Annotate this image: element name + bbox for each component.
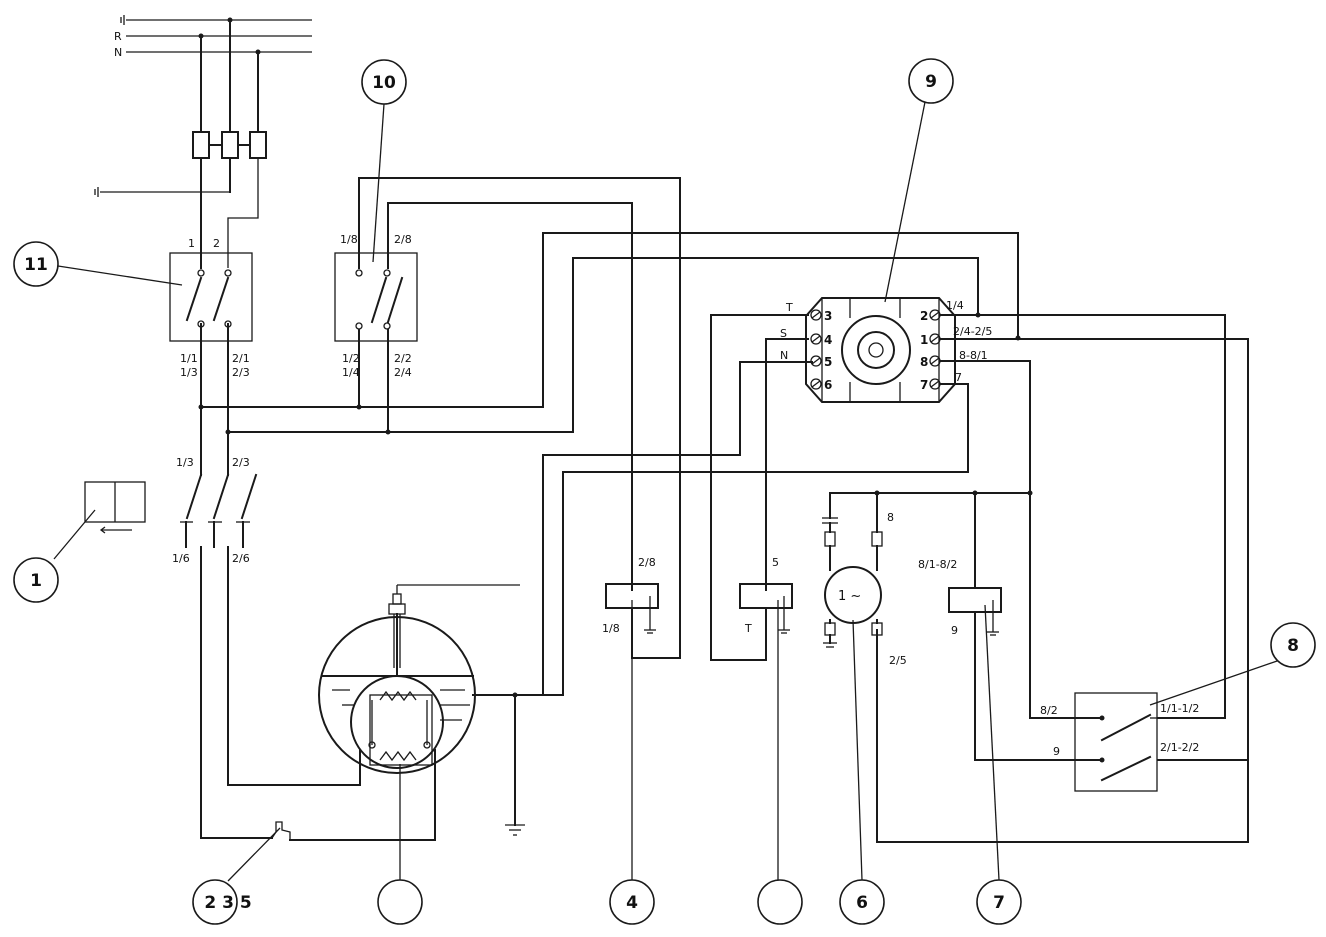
motor9-right-1-4: 1/4 — [946, 299, 964, 312]
switch10-top2: 2/8 — [394, 233, 412, 246]
boiler-tank — [318, 584, 520, 774]
svg-text:1: 1 — [30, 571, 42, 591]
relay4-bottom: 1/8 — [602, 622, 620, 635]
earth-icon — [505, 824, 525, 836]
svg-text:2 3 5: 2 3 5 — [204, 893, 251, 913]
pump6-symbol: 1 ~ — [838, 589, 861, 604]
callout-4: 4 — [609, 879, 655, 925]
switch10-bot1a: 1/2 — [342, 352, 360, 365]
motor9-right-8-8-1: 8-8/1 — [959, 349, 988, 362]
motor9-num-4: 4 — [824, 333, 832, 347]
callout-11: 11 — [13, 241, 59, 287]
switch8-in1: 8/2 — [1040, 704, 1058, 717]
relay7-bottom: 9 — [951, 624, 958, 637]
callout-2-3-5: 2 3 5 — [192, 879, 252, 925]
relay-5: 5 T — [739, 556, 793, 661]
power-wiring — [198, 177, 1021, 841]
switch11-bot2b: 2/3 — [232, 366, 250, 379]
motor9-num-5: 5 — [824, 355, 832, 369]
motor9-left-S: S — [780, 327, 787, 340]
callout-9: 9 — [908, 58, 954, 104]
callout-leaders — [53, 101, 1281, 882]
safety-thermostat-symbol — [271, 821, 291, 840]
svg-text:9: 9 — [925, 72, 937, 92]
contactor-in2: 2/3 — [232, 456, 250, 469]
motor9-num-1: 1 — [920, 333, 928, 347]
callout-6: 6 — [839, 879, 885, 925]
callout-thermostat — [757, 879, 803, 925]
switch-10: 1/8 2/8 1/2 1/4 2/2 2/4 — [334, 233, 418, 379]
relay-4: 2/8 1/8 — [602, 556, 659, 659]
fuse-block — [94, 19, 267, 269]
motor-9: 3 4 5 6 2 1 8 7 T S N 1/4 2/4-2/5 8-8/1 … — [780, 297, 992, 403]
switch8-in2: 9 — [1053, 745, 1060, 758]
motor9-num-8: 8 — [920, 355, 928, 369]
callout-10: 10 — [361, 59, 407, 105]
callout-8: 8 — [1270, 622, 1316, 668]
relay7-top: 8/1-8/2 — [918, 558, 957, 571]
switch10-bot1b: 1/4 — [342, 366, 360, 379]
switch11-bot1b: 1/3 — [180, 366, 198, 379]
switch11-top1: 1 — [188, 237, 195, 250]
switch11-bot2a: 2/1 — [232, 352, 250, 365]
motor9-num-2: 2 — [920, 309, 928, 323]
switch8-out2: 2/1-2/2 — [1160, 741, 1199, 754]
svg-text:6: 6 — [856, 893, 868, 913]
switch-8: 8/2 9 1/1-1/2 2/1-2/2 — [1040, 692, 1249, 792]
terminal-screw-icon — [810, 309, 941, 390]
motor9-left-N: N — [780, 349, 788, 362]
switch8-out1: 1/1-1/2 — [1160, 702, 1199, 715]
pump-6: 1 ~ 8 2/5 — [822, 492, 907, 667]
pump6-bottom: 2/5 — [889, 654, 907, 667]
svg-text:4: 4 — [626, 893, 638, 913]
main-switch-11: 1 2 1/1 1/3 2/1 2/3 — [169, 237, 253, 379]
svg-text:11: 11 — [24, 255, 48, 275]
callout-heater — [377, 879, 423, 925]
pump6-top: 8 — [887, 511, 894, 524]
earth-icon — [120, 15, 125, 25]
motor9-left-T: T — [785, 301, 793, 314]
callout-7: 7 — [976, 879, 1022, 925]
motor-wiring — [710, 314, 1249, 843]
supply-lines: R N — [114, 15, 312, 59]
svg-text:10: 10 — [372, 73, 396, 93]
earth-icon — [94, 187, 99, 197]
relay-7: 8/1-8/2 9 — [918, 492, 1103, 761]
switch10-bot2a: 2/2 — [394, 352, 412, 365]
motor9-right-7: 7 — [955, 371, 962, 384]
switch10-top1: 1/8 — [340, 233, 358, 246]
control-element-1 — [84, 481, 146, 534]
relay4-top: 2/8 — [638, 556, 656, 569]
phase-label: R — [114, 30, 122, 43]
switch11-top2: 2 — [213, 237, 220, 250]
relay5-top: 5 — [772, 556, 779, 569]
svg-text:8: 8 — [1287, 636, 1299, 656]
callouts: 1 2 3 5 4 6 7 8 — [13, 58, 1316, 925]
contactor: 1/3 2/3 1/6 2/6 — [172, 456, 258, 565]
motor9-right-2-4-2-5: 2/4-2/5 — [953, 325, 992, 338]
contactor-in1: 1/3 — [176, 456, 194, 469]
motor9-num-3: 3 — [824, 309, 832, 323]
callout-1: 1 — [13, 557, 59, 603]
svg-text:7: 7 — [993, 893, 1005, 913]
neutral-label: N — [114, 46, 122, 59]
relay5-bottom: T — [744, 622, 752, 635]
contactor-out1: 1/6 — [172, 552, 190, 565]
motor9-num-6: 6 — [824, 378, 832, 392]
motor9-num-7: 7 — [920, 378, 928, 392]
contactor-out2: 2/6 — [232, 552, 250, 565]
switch10-bot2b: 2/4 — [394, 366, 412, 379]
switch11-bot1a: 1/1 — [180, 352, 198, 365]
